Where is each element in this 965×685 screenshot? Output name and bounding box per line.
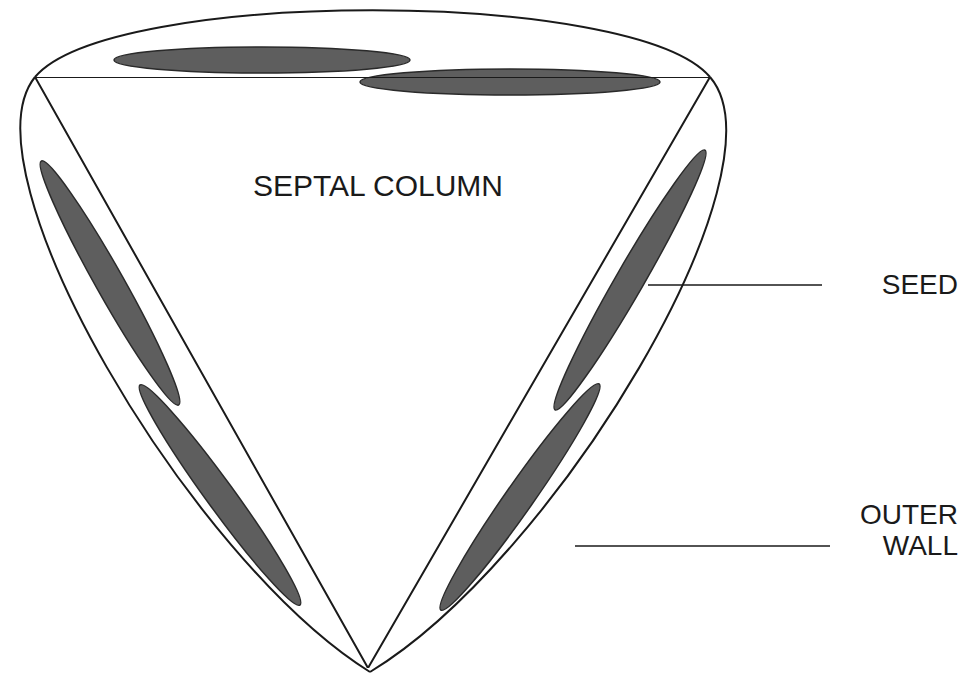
part-label: SEPTAL COLUMN [253,169,503,203]
triangle-outline [35,77,710,668]
septal-outline [35,77,710,668]
outer-wall-right [370,77,726,672]
seed-shape [543,143,717,417]
seed-shape [29,154,191,412]
outer-wall-top [35,10,710,77]
seed-shape [129,377,312,614]
leader-line [648,284,822,286]
part-label: SEED [848,269,958,300]
seed-shape [114,47,410,73]
part-label: OUTER WALL [848,499,958,561]
septal-column: SEPTAL COLUMN [35,77,710,668]
seed-shape [429,376,610,618]
outer-wall-left [20,77,370,672]
seed-shape [360,69,660,95]
leader-line [575,545,830,547]
